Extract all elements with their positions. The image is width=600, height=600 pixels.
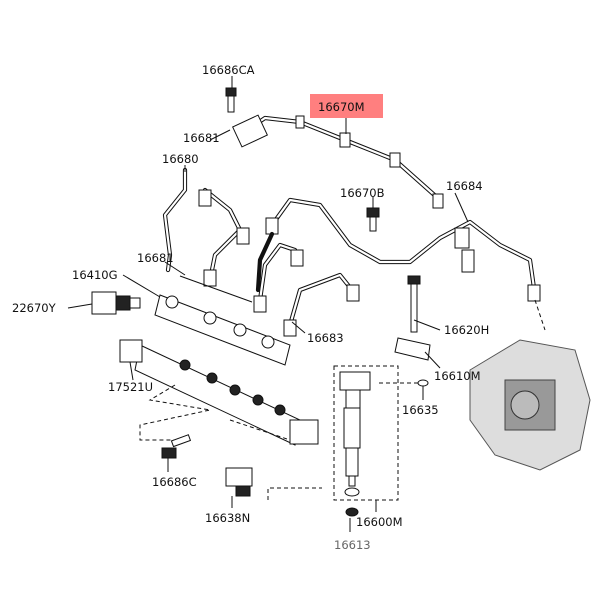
gasket-16410G[interactable] [154, 294, 291, 366]
injector-16600M[interactable] [339, 371, 371, 497]
pressure-sensor-22670Y[interactable] [91, 291, 141, 315]
washer-16613[interactable] [345, 507, 359, 517]
bolt-16686C[interactable] [161, 434, 192, 459]
label-16680: 16680 [162, 152, 199, 166]
label-16670B: 16670B [340, 186, 385, 200]
fuel-rail-17521U[interactable] [119, 339, 319, 446]
fuel-pipe-16684[interactable] [269, 197, 541, 302]
injection-tube-16683[interactable] [283, 272, 360, 337]
bolt-16620H[interactable] [407, 275, 421, 333]
bolt-16686CA[interactable] [225, 87, 237, 113]
label-16684: 16684 [446, 179, 483, 193]
injection-tube-16681[interactable] [253, 217, 304, 313]
injector-kit-boundary [333, 365, 399, 501]
label-16681: 16681 [183, 131, 220, 145]
clamp-16610M[interactable] [394, 337, 431, 361]
injection-tube-16680[interactable] [162, 167, 250, 287]
label-16610M: 16610M [434, 369, 481, 383]
oring-16635[interactable] [417, 379, 429, 387]
label-17521U: 17521U [108, 380, 153, 394]
label-16600M: 16600M [356, 515, 403, 529]
label-16620H: 16620H [444, 323, 489, 337]
label-16613: 16613 [334, 538, 371, 552]
label-16638N: 16638N [205, 511, 250, 525]
label-16410G: 16410G [72, 268, 118, 282]
label-16686CA: 16686CA [202, 63, 255, 77]
label-16681: 16681 [137, 251, 174, 265]
label-16686C: 16686C [152, 475, 197, 489]
label-16683: 16683 [307, 331, 344, 345]
sensor-16638N[interactable] [225, 467, 253, 497]
return-hose-16670M[interactable] [231, 114, 444, 209]
label-22670Y: 22670Y [12, 301, 57, 315]
fuel-pump [469, 339, 591, 471]
label-16670M: 16670M [318, 100, 365, 114]
label-16635: 16635 [402, 403, 439, 417]
highlight-box-16670M [310, 94, 383, 118]
bolt-16670B[interactable] [366, 207, 380, 232]
